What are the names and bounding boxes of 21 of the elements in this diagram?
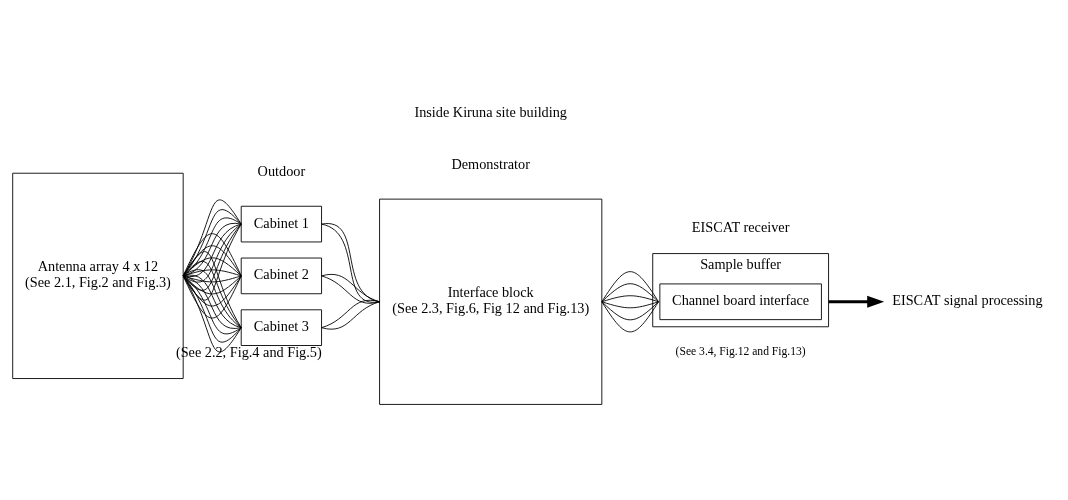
- node-box: Cabinet 3: [240, 309, 322, 346]
- label: Outdoor: [257, 162, 306, 179]
- connector: [182, 233, 242, 277]
- connector: [321, 223, 380, 303]
- label: EISCAT receiver: [691, 218, 790, 235]
- connector: [601, 301, 659, 333]
- connector: [601, 283, 659, 303]
- connector: [601, 295, 659, 303]
- node-box: Cabinet 2: [240, 257, 322, 295]
- connector: [601, 301, 659, 309]
- node-box: Channel board interface: [659, 283, 822, 321]
- node-box: Cabinet 1: [240, 205, 322, 243]
- connector: [182, 275, 242, 319]
- label: Demonstrator: [451, 155, 530, 172]
- connector: [601, 271, 659, 303]
- node-text: EISCAT signal processing: [892, 292, 1043, 309]
- arrow: [828, 295, 885, 308]
- connector: [601, 301, 659, 321]
- label: (See 3.4, Fig.12 and Fig.13): [675, 344, 806, 358]
- node-box: Interface block (See 2.3, Fig.6, Fig 12 and Fig.13): [379, 198, 603, 405]
- label: Inside Kiruna site building: [414, 103, 567, 120]
